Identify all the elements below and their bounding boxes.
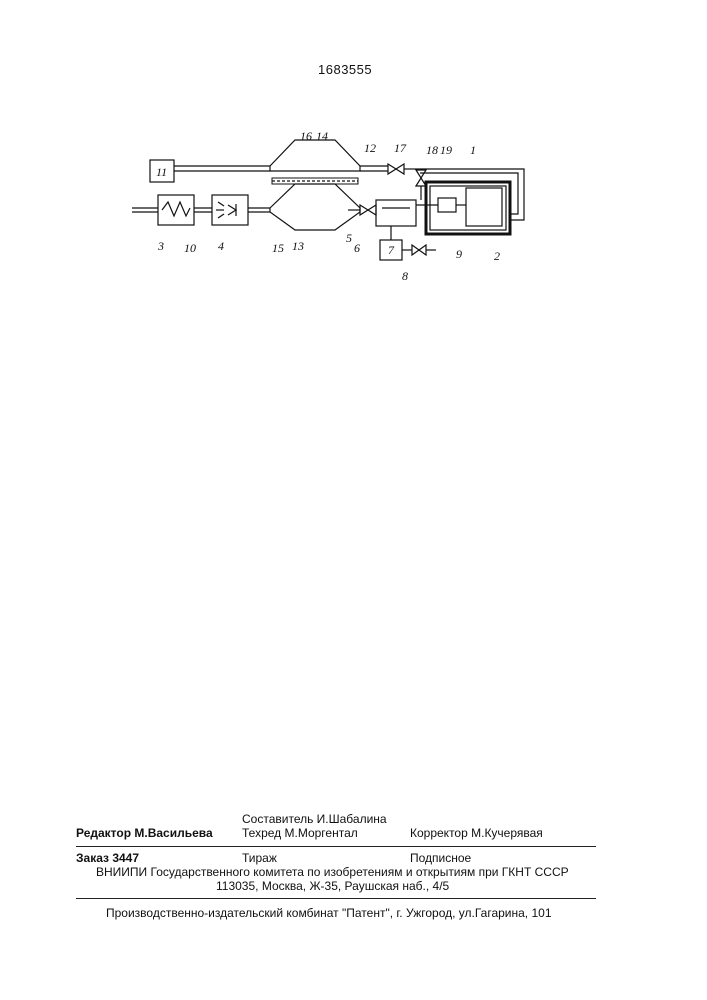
label-2: 2 bbox=[494, 249, 500, 263]
order: Заказ 3447 bbox=[76, 851, 139, 865]
composer: Составитель И.Шабалина bbox=[242, 812, 387, 826]
divider-top bbox=[76, 846, 596, 847]
label-15: 15 bbox=[272, 241, 284, 255]
label-18: 18 bbox=[426, 143, 438, 157]
editor: Редактор М.Васильева bbox=[76, 826, 213, 840]
block-2 bbox=[466, 188, 502, 226]
block-6 bbox=[376, 200, 416, 226]
label-1: 1 bbox=[470, 143, 476, 157]
subscription: Подписное bbox=[410, 851, 471, 865]
label-7: 7 bbox=[388, 243, 395, 257]
chamber-13 bbox=[270, 184, 360, 230]
label-9: 9 bbox=[456, 247, 462, 261]
address: 113035, Москва, Ж-35, Раушская наб., 4/5 bbox=[216, 879, 449, 893]
label-3: 3 bbox=[157, 239, 164, 253]
label-5: 5 bbox=[346, 231, 352, 245]
label-4: 4 bbox=[218, 239, 224, 253]
circulation: Тираж bbox=[242, 851, 277, 865]
patent-number: 1683555 bbox=[318, 62, 372, 77]
label-12: 12 bbox=[364, 141, 376, 155]
label-13: 13 bbox=[292, 239, 304, 253]
corrector: Корректор М.Кучерявая bbox=[410, 826, 543, 840]
label-17: 17 bbox=[394, 141, 407, 155]
label-10: 10 bbox=[184, 241, 196, 255]
label-14: 14 bbox=[316, 129, 328, 143]
divider-bottom bbox=[76, 898, 596, 899]
techred: Техред М.Моргентал bbox=[242, 826, 358, 840]
label-6: 6 bbox=[354, 241, 360, 255]
label-19: 19 bbox=[440, 143, 452, 157]
publisher: Производственно-издательский комбинат "П… bbox=[106, 906, 552, 920]
label-16: 16 bbox=[300, 129, 312, 143]
schematic-diagram: 11 3 10 4 15 13 16 14 12 17 18 19 1 5 6 … bbox=[120, 120, 540, 300]
label-8: 8 bbox=[402, 269, 408, 283]
label-11: 11 bbox=[156, 165, 167, 179]
chamber-14 bbox=[270, 140, 360, 171]
block-9 bbox=[438, 198, 456, 212]
institute: ВНИИПИ Государственного комитета по изоб… bbox=[96, 865, 569, 879]
